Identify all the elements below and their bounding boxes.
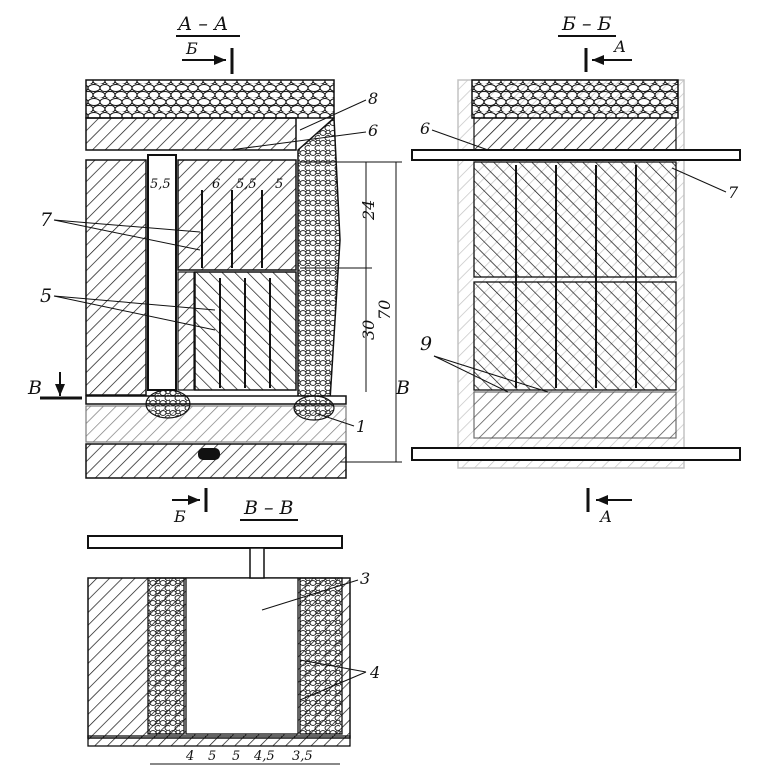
upper-ore-block (473, 161, 677, 278)
dim-height-lower: 30 (359, 320, 378, 340)
callout-label: 7 (40, 209, 53, 231)
cut-marker-label: А (599, 507, 612, 526)
upper-rock-layer (85, 117, 297, 151)
arrow-head-icon (214, 55, 226, 65)
cut-marker-label: А (613, 37, 626, 56)
leader-line (299, 99, 367, 131)
callout-label: 9 (420, 333, 432, 355)
crosscut (249, 547, 265, 579)
lower-drift-line (411, 447, 741, 461)
rail-track-section (198, 448, 220, 460)
cut-marker-label: Б (173, 507, 186, 526)
bottom-rock (87, 735, 351, 747)
broken-ore-strip (147, 577, 185, 735)
draw-chamber-plan (185, 577, 299, 735)
leader-line (53, 295, 216, 311)
draw-point-funnel (145, 389, 191, 419)
dim-width: 4 (185, 749, 194, 764)
dim-width: 5 (208, 749, 216, 764)
cut-marker-label: В (395, 377, 410, 399)
lower-ore-block (473, 281, 677, 391)
dim-height-upper: 24 (359, 200, 378, 221)
leader-line (53, 219, 201, 251)
left-wall-rock (85, 159, 147, 396)
dim-width: 6 (212, 177, 220, 192)
leader-line (53, 219, 201, 233)
section-title-aa: А – А (176, 13, 228, 35)
cut-marker-label: В (27, 377, 42, 399)
callout-label: 4 (369, 663, 380, 682)
dim-width: 5,5 (236, 177, 257, 192)
upper-ore-pillars (177, 159, 297, 271)
arrow-head-icon (55, 384, 65, 396)
callout-label: 8 (368, 89, 378, 108)
arrow-head-icon (596, 495, 608, 505)
broken-ore-column (297, 116, 341, 401)
undercut-level (473, 391, 677, 439)
leader-line (261, 579, 359, 611)
haulage-drift-roof (85, 395, 347, 405)
dim-width: 4,5 (253, 749, 275, 764)
raise-shaft (147, 154, 177, 391)
callout-label: 6 (368, 121, 378, 140)
callout-label: 3 (360, 569, 370, 588)
leader-line (229, 131, 367, 151)
arrow-head-icon (592, 55, 604, 65)
dim-width: 5 (232, 749, 240, 764)
leader-line (433, 355, 549, 393)
section-vv: В – В 3 4 4 5 5 4,5 3,5 (87, 497, 380, 765)
leader-line (53, 295, 216, 331)
leader-line (431, 129, 489, 151)
leader-line (317, 413, 355, 427)
cut-marker-label: Б (185, 39, 198, 58)
leader-line (299, 671, 367, 701)
dim-height-total: 70 (375, 300, 394, 320)
haulage-drift (87, 535, 343, 549)
broken-ore-strip (299, 577, 343, 735)
leader-line (671, 167, 727, 193)
broken-ore-cap (85, 79, 335, 119)
dim-width: 5 (275, 177, 283, 192)
broken-ore-cap (471, 79, 679, 119)
callout-label: 1 (356, 417, 366, 436)
section-title-bb: Б – Б (561, 13, 612, 35)
pillar-rock (177, 271, 195, 391)
arrow-head-icon (188, 495, 200, 505)
callout-label: 6 (420, 119, 430, 138)
dim-width: 3,5 (292, 749, 313, 764)
callout-label: 7 (728, 183, 739, 202)
section-aa: А – А Б 5,5 6 (27, 13, 410, 526)
dim-width: 5,5 (150, 177, 171, 192)
callout-label: 5 (40, 285, 52, 307)
upper-level-rock (473, 117, 677, 151)
section-bb: Б – Б А 6 7 9 А (411, 13, 741, 526)
section-title-vv: В – В (243, 497, 294, 519)
leader-line (433, 355, 509, 393)
draw-point-funnel (293, 395, 335, 421)
leader-line (299, 659, 367, 673)
upper-drift-line (411, 149, 741, 161)
